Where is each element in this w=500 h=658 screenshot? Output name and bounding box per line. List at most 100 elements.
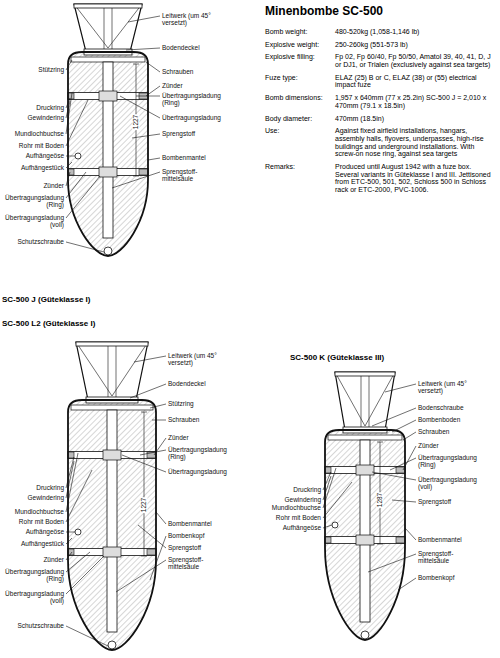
leader-line — [403, 432, 416, 440]
leader-line — [66, 172, 86, 198]
leader-line — [390, 458, 416, 470]
leader-line — [392, 500, 416, 502]
part-label: Rohr mit Boden — [2, 518, 64, 525]
leader-line — [66, 532, 75, 533]
central-column — [107, 410, 117, 632]
part-label: Sprengstoff — [168, 544, 258, 551]
fuze — [396, 467, 405, 473]
part-label: Sprengstoff-mittelsäule — [162, 168, 210, 182]
part-label: Übertragungsladung (voll) — [2, 214, 64, 228]
spec-key: Bomb weight: — [265, 28, 333, 36]
nose-plug — [104, 247, 112, 255]
booster-charge — [103, 450, 121, 460]
fuze — [139, 169, 148, 175]
spec-value: Produced until August 1942 with a fuze b… — [335, 163, 495, 194]
spec-value: ELAZ (25) B or C, ELAZ (38) or (55) elec… — [335, 74, 495, 89]
part-label: Rohr mit Boden — [2, 142, 64, 149]
part-label: Übertragungsladung (Ring) — [168, 446, 230, 460]
spec-key: Explosive weight: — [265, 41, 333, 49]
leader-line — [156, 512, 166, 524]
leader-line — [398, 578, 416, 590]
leader-line — [323, 525, 332, 528]
leader-line — [323, 468, 336, 508]
dimension-label: 1227 — [132, 114, 139, 130]
leader-line — [132, 134, 160, 138]
caption: SC-500 J (Güteklasse I) — [2, 296, 90, 305]
part-label: Sprengstoff-mittelsäule — [418, 550, 466, 564]
part-label: Übertragungsladung (Ring) — [2, 194, 64, 208]
title: Minenbombe SC-500 — [265, 4, 383, 18]
part-label: Bodenschraube — [418, 404, 500, 411]
part-label: Aufhängeöse — [2, 152, 64, 159]
part-label: Leitwerk (um 45° versetzt) — [162, 12, 214, 26]
part-label: Übertragungsladung (voll) — [2, 590, 64, 604]
leader-line — [323, 482, 352, 518]
part-label: Übertragungsladung — [168, 468, 258, 475]
booster-charge — [99, 91, 117, 101]
leader-line — [372, 472, 416, 480]
part-label: Druckring — [2, 484, 64, 491]
suspension-lug — [75, 153, 81, 159]
leader-line — [140, 450, 166, 455]
explosive-filling — [68, 400, 156, 650]
leader-line — [66, 156, 75, 157]
leader-line — [112, 172, 160, 188]
part-label: Bombenboden — [418, 416, 500, 423]
bomb-casing — [68, 52, 148, 256]
fin-box — [74, 4, 142, 8]
fin-strut — [74, 4, 142, 52]
spec-key: Bomb dimensions: — [265, 94, 333, 102]
leader-line — [116, 560, 166, 592]
leader-line — [66, 556, 104, 594]
bomb-casing — [325, 430, 405, 640]
part-label: Aufhängeöse — [2, 528, 64, 535]
part-label: Druckring — [2, 104, 64, 111]
part-label: Mundlochbuchse — [2, 130, 64, 137]
leader-line — [66, 453, 78, 512]
fin-box — [76, 342, 148, 346]
part-label: Übertragungsladung (Ring) — [418, 454, 480, 468]
bomb — [325, 372, 405, 640]
part-label: Mundlochbuchse — [2, 508, 64, 515]
bomb — [68, 342, 156, 650]
fin-strut — [76, 342, 148, 400]
leader-line — [66, 470, 92, 522]
part-label: Leitwerk (um 45° versetzt) — [168, 352, 220, 366]
part-label: Aufhängestück — [2, 164, 64, 171]
leader-line — [66, 162, 72, 168]
spec-value: Fp 02, Fp 60/40, Fp 50/50, Amatol 39, 40… — [335, 53, 495, 68]
part-label: Bombenkopf — [168, 532, 258, 539]
part-label: Gewindering — [259, 496, 321, 503]
leader-line — [66, 457, 74, 488]
central-column — [103, 62, 113, 238]
suspension-lug — [75, 529, 81, 535]
leader-line — [120, 96, 160, 118]
support-ring — [71, 57, 145, 62]
leader-line — [405, 528, 416, 540]
leader-line — [66, 552, 72, 560]
spec-key: Explosive filling: — [265, 53, 333, 61]
part-label: Schrauben — [418, 428, 500, 435]
part-label: Zünder — [2, 556, 64, 563]
leader-line — [134, 356, 166, 362]
spec-key: Fuze type: — [265, 74, 333, 82]
booster-charge — [356, 465, 374, 475]
spec-value: 470mm (18.5in) — [335, 115, 495, 123]
leader-line — [66, 538, 72, 544]
part-label: Schutzschraube — [2, 622, 64, 629]
nose-plug — [108, 641, 116, 649]
spec-key: Remarks: — [265, 163, 333, 171]
spec-key: Use: — [265, 127, 333, 135]
leader-line — [152, 420, 166, 421]
spec-value: 480-520kg (1,058-1,146 lb) — [335, 28, 495, 36]
tail-fin — [76, 342, 148, 400]
part-label: Gewindering — [2, 114, 64, 121]
tail-fin — [335, 372, 395, 430]
dimension-line — [133, 64, 139, 176]
part-label: Bombenmantel — [418, 536, 500, 543]
part-label: Übertragungsladung (voll) — [418, 476, 480, 490]
leader-line — [66, 176, 100, 218]
part-label: Stützring — [168, 400, 258, 407]
part-label: Übertragungsladung (Ring) — [2, 568, 64, 582]
spec-value: 1,957 x 640mm (77 x 25.2in) SC-500 J = 2… — [335, 94, 495, 109]
